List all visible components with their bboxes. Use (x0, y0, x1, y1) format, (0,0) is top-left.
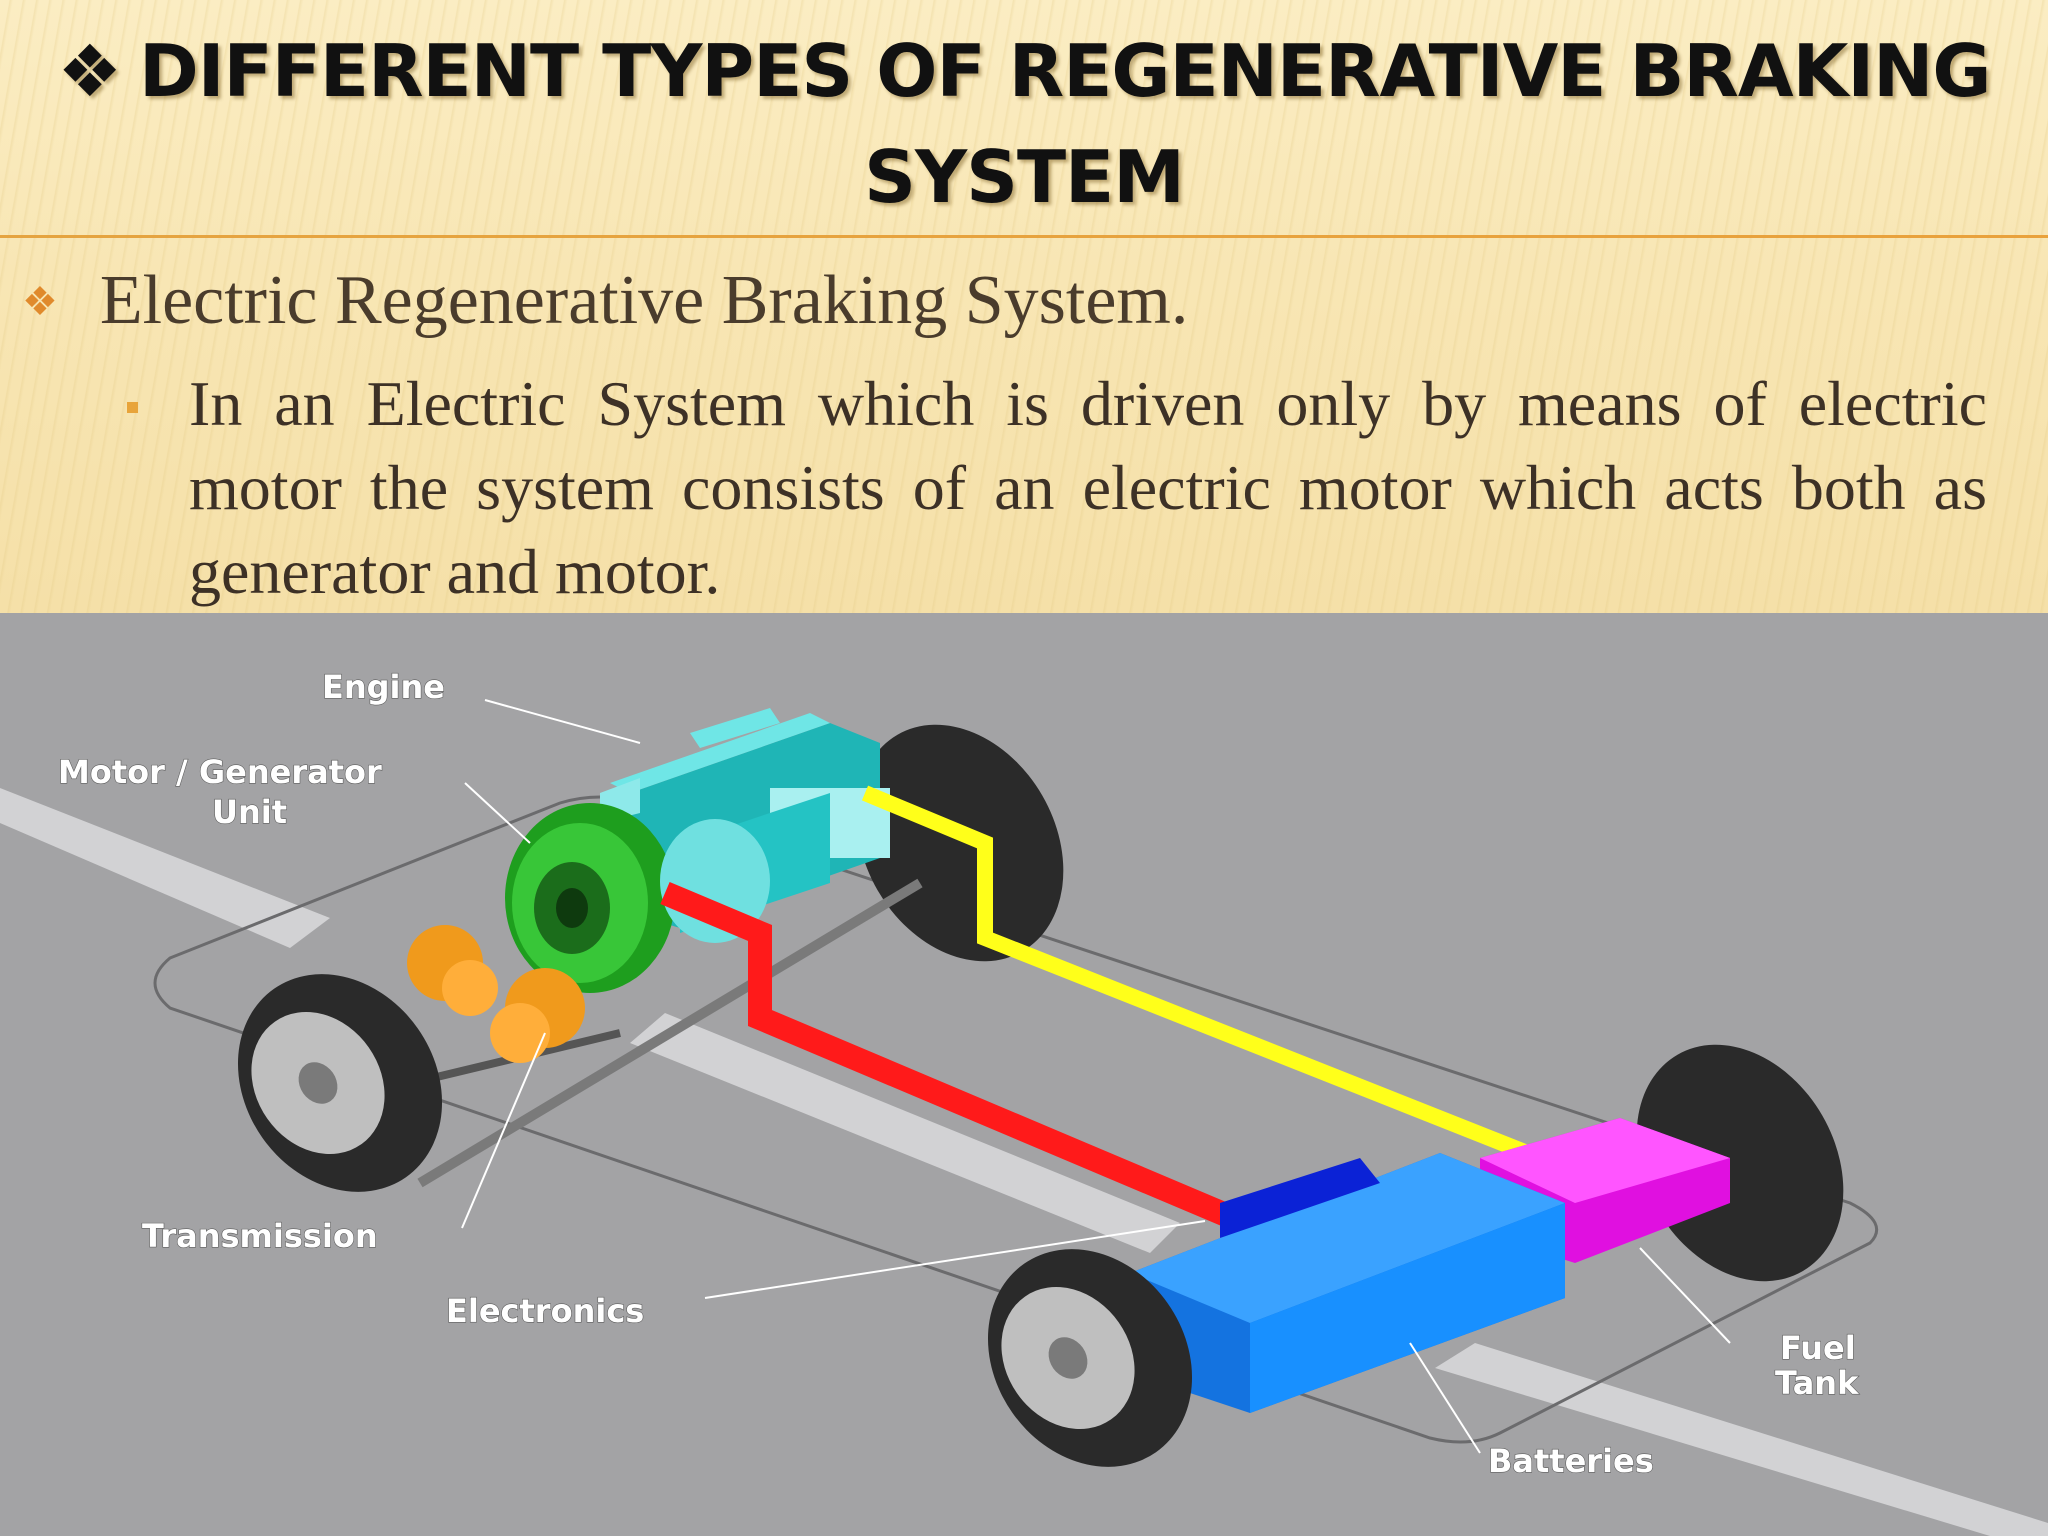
slide-title-line1: DIFFERENT TYPES OF REGENERATIVE BRAKING (139, 29, 1992, 113)
hybrid-drivetrain-diagram: Engine Motor / Generator Unit Transmissi… (0, 613, 2048, 1536)
label-batteries: Batteries (1488, 1442, 1654, 1480)
title-divider (0, 235, 2048, 238)
electronics-wire (660, 881, 1250, 1235)
slide-header-area: ❖DIFFERENT TYPES OF REGENERATIVE BRAKING… (0, 0, 2048, 613)
road-stripe (1435, 1343, 2048, 1536)
leader-lines (461, 699, 1731, 1454)
slide-title: ❖DIFFERENT TYPES OF REGENERATIVE BRAKING… (0, 18, 2048, 230)
slide-title-line2: SYSTEM (864, 135, 1185, 219)
label-transmission: Transmission (142, 1217, 378, 1255)
road-stripe (0, 788, 330, 948)
label-fuel-tank-line1: Fuel (1780, 1329, 1856, 1367)
label-motor-generator-line2: Unit (212, 793, 287, 831)
wheel-rear-right (856, 724, 1064, 962)
label-fuel-tank-line2: Tank (1775, 1364, 1859, 1402)
transmission-gears (407, 925, 585, 1063)
wheel-rear-left (237, 974, 443, 1192)
bullet-level2-line1: In an Electric System which is driven on… (189, 362, 2029, 446)
diamond-bullet-icon: ❖ (22, 279, 58, 324)
label-electronics: Electronics (446, 1292, 644, 1330)
bullet-level1-text: Electric Regenerative Braking System. (99, 262, 1189, 339)
bullet-level2-line1-text: In an Electric System which is driven on… (189, 368, 1987, 439)
diamond-bullet-icon: ❖ (57, 29, 122, 113)
drivetrain-illustration: Engine Motor / Generator Unit Transmissi… (0, 613, 2048, 1536)
road-stripe (630, 1013, 1180, 1253)
bullet-level2-line2: motor the system consists of an electric… (189, 446, 1987, 530)
square-bullet-icon (127, 402, 138, 413)
label-motor-generator-line1: Motor / Generator (58, 753, 382, 791)
battery-pack (1130, 1153, 1565, 1413)
bullet-level2-line3-text: generator and motor. (189, 536, 721, 607)
wheel-front-right (1636, 1044, 1844, 1282)
fuel-line (861, 785, 1568, 1176)
bullet-level1: ❖ Electric Regenerative Braking System. (22, 256, 1188, 355)
bullet-level2-line2-text: motor the system consists of an electric… (189, 452, 1987, 523)
wheel-front-left (987, 1249, 1193, 1467)
label-engine: Engine (322, 668, 445, 706)
bullet-level2-line3: generator and motor. (189, 530, 720, 613)
